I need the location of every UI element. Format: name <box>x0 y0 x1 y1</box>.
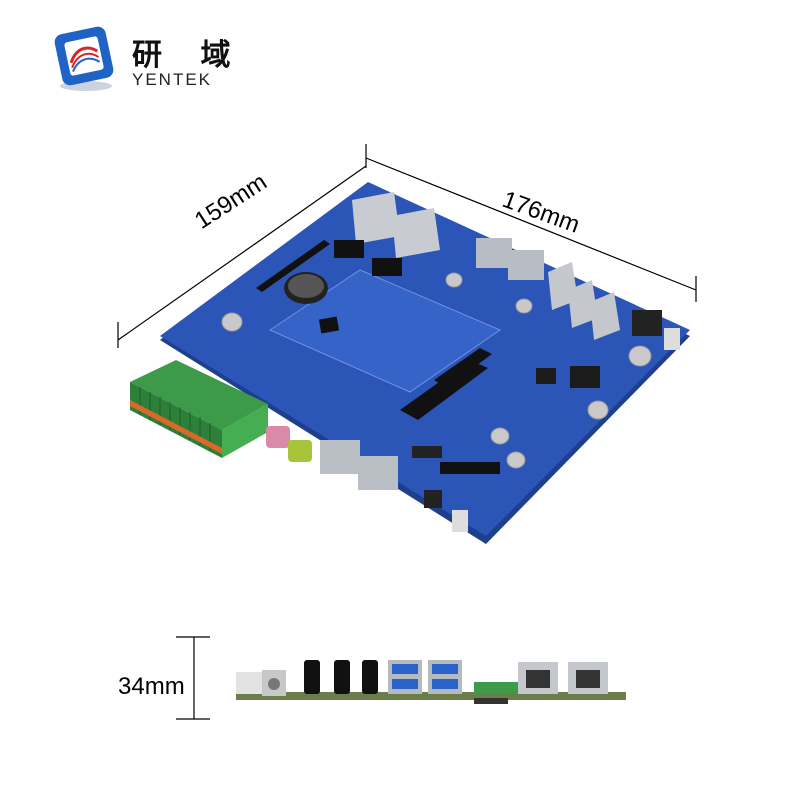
brand-name-en: YENTEK <box>132 70 213 89</box>
side-profile-photo <box>236 660 626 704</box>
dimension-lines <box>117 144 697 720</box>
dimension-height-label: 34mm <box>118 673 185 700</box>
brand-logo-icon <box>54 26 114 91</box>
motherboard-photo <box>130 182 690 544</box>
brand-name-cn: 研 域 <box>132 38 245 73</box>
